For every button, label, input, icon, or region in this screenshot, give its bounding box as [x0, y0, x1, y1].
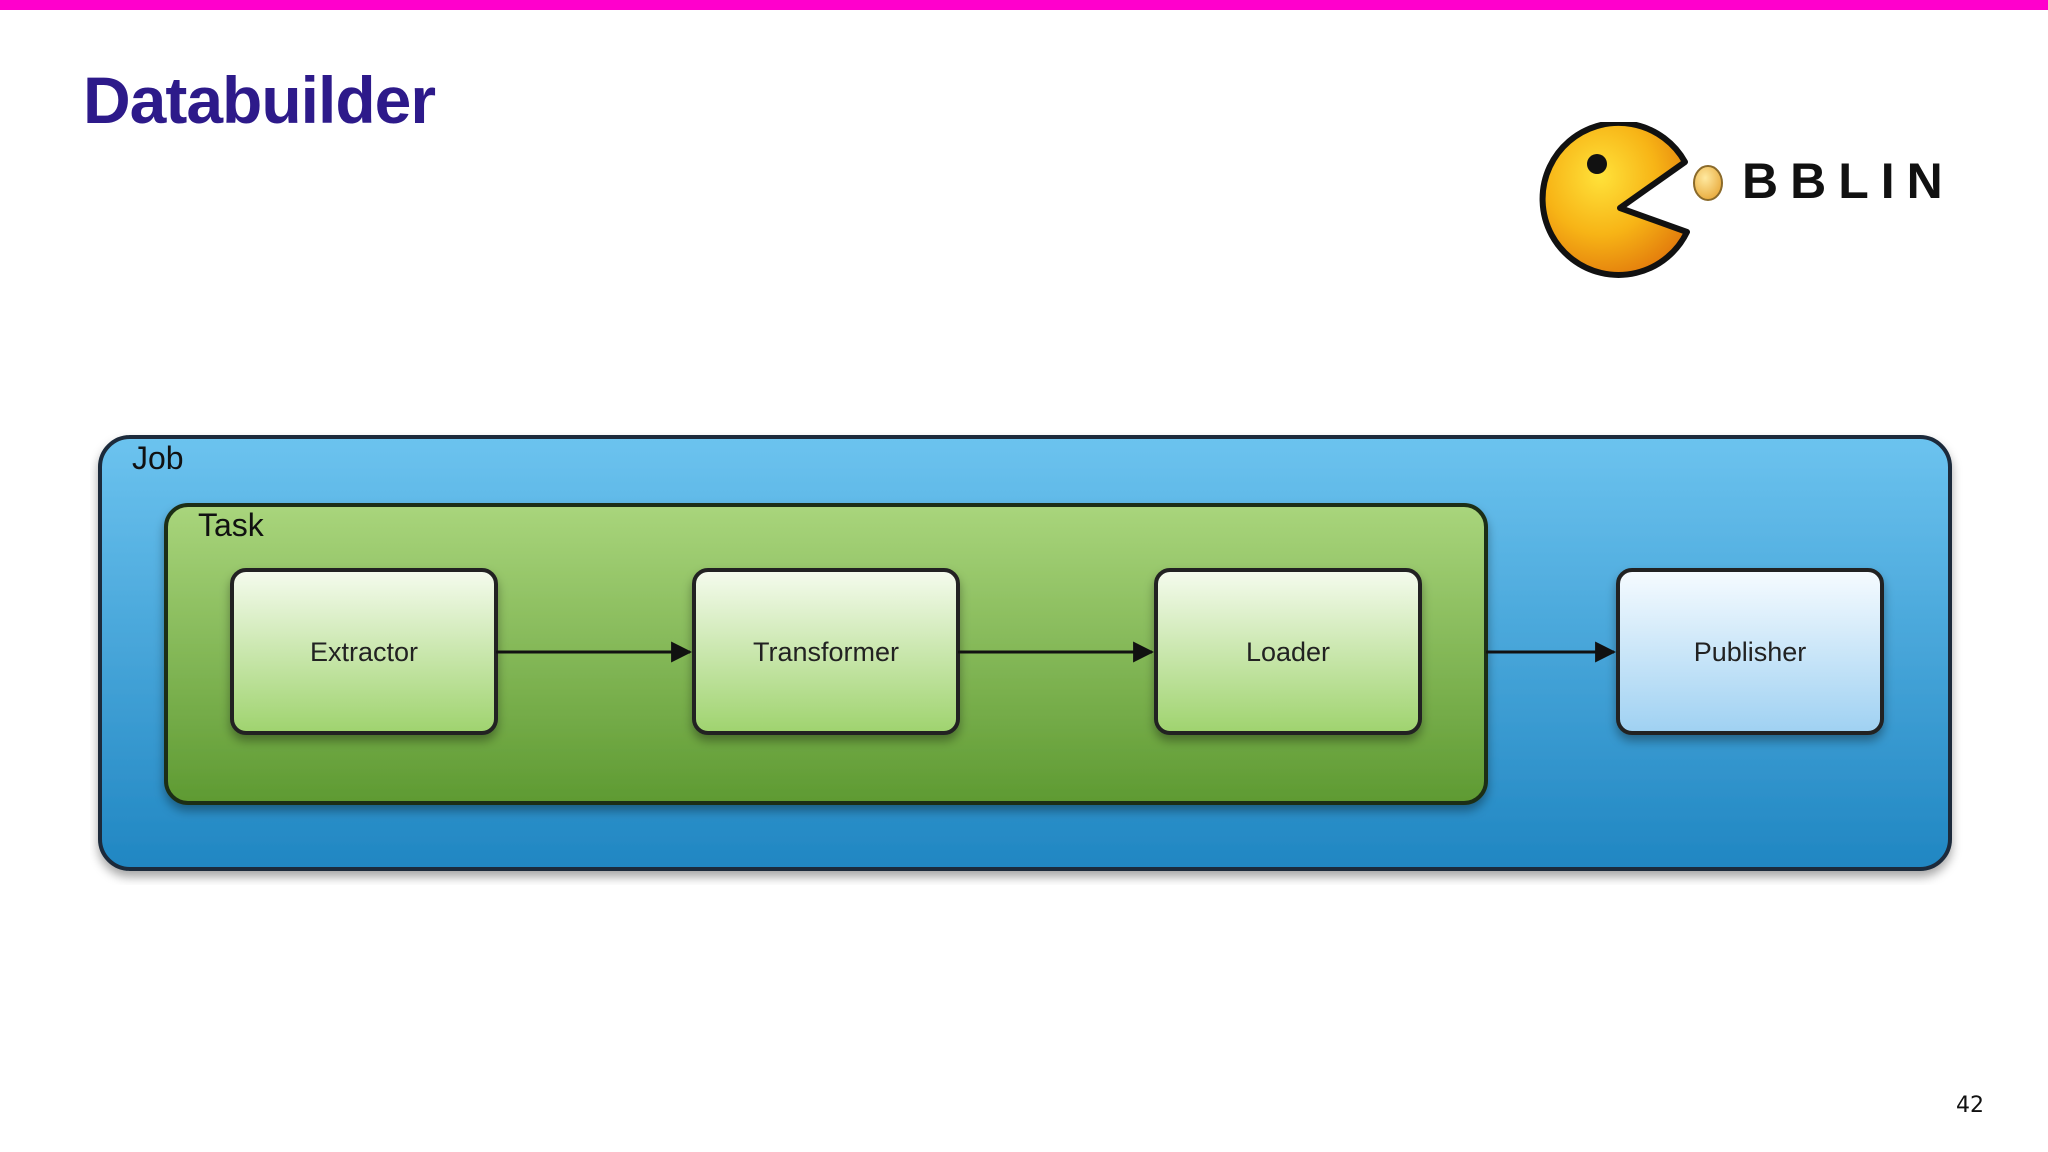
logo-wordmark: BBLIN — [1742, 153, 1955, 209]
job-label: Job — [132, 440, 184, 476]
pacman-icon — [1539, 122, 1690, 278]
gobblin-logo — [1539, 122, 1723, 278]
databuilder-diagram: Job Task Extractor Transformer Loader Pu… — [98, 435, 1952, 871]
loader-label: Loader — [1246, 637, 1330, 667]
task-label: Task — [198, 507, 265, 543]
loader-node — [1154, 568, 1422, 735]
slide-title: Databuilder — [83, 63, 436, 137]
publisher-node — [1616, 568, 1884, 735]
accent-bar — [0, 0, 2048, 10]
page-number: 42 — [1956, 1093, 1984, 1118]
extractor-label: Extractor — [310, 637, 418, 667]
publisher-label: Publisher — [1694, 637, 1807, 667]
transformer-label: Transformer — [753, 637, 899, 667]
pellet-icon — [1693, 165, 1723, 201]
